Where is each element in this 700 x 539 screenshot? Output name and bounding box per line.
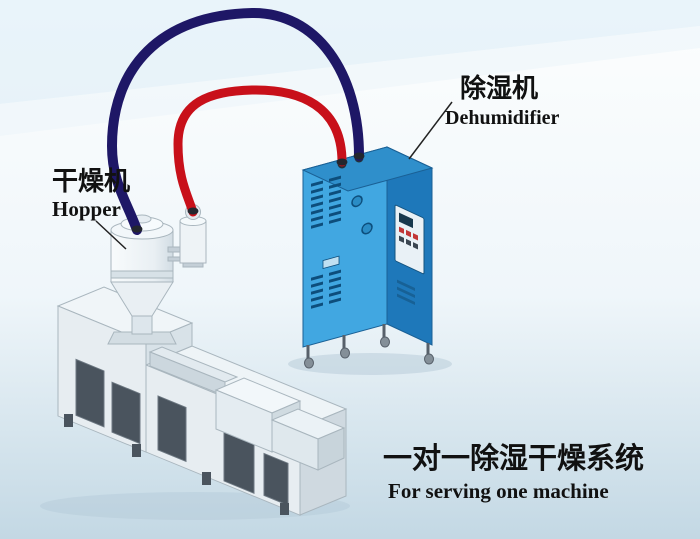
return-air-pipe-blue — [106, 7, 364, 235]
loader-body — [179, 220, 207, 264]
panel-buttons — [399, 226, 418, 250]
title-group: 一对一除湿干燥系统 For serving one machine — [383, 441, 644, 503]
nameplate — [322, 255, 340, 270]
machine-door-panel — [157, 395, 187, 463]
machine-door-panel — [111, 381, 141, 445]
dehumidifier-label-en: Dehumidifier — [445, 107, 560, 129]
die-box-side — [317, 427, 345, 471]
vent-grid-upper — [311, 175, 341, 229]
machine-feet — [64, 414, 289, 515]
gauge-icon — [361, 222, 373, 235]
hopper-label-en: Hopper — [52, 197, 121, 221]
gauge-icon — [351, 195, 363, 208]
loader-base — [182, 262, 204, 268]
dehumidifier-unit — [288, 146, 452, 375]
dehumidifier-front-details — [311, 175, 373, 309]
machine-door-panel — [263, 452, 289, 506]
pipe-fittings — [131, 152, 365, 233]
side-vents — [397, 279, 415, 306]
vent-grid-lower — [311, 269, 341, 309]
dehumidifier-leader-line — [408, 101, 453, 160]
panel-display — [399, 212, 413, 229]
hopper-label-cn: 干燥机 — [52, 167, 130, 197]
machine-door-panel — [75, 358, 105, 428]
hopper-dryer — [107, 204, 207, 345]
casters — [306, 324, 430, 359]
hopper-leader-line — [95, 220, 127, 250]
extruder-machine — [40, 286, 350, 520]
dehumidifier-label-cn: 除湿机 — [460, 73, 538, 104]
dehumidifier-shadow — [288, 353, 452, 375]
dehumidifier-label-group: 除湿机 Dehumidifier — [445, 73, 560, 129]
hopper-clamp-band — [110, 270, 174, 279]
title-en: For serving one machine — [388, 479, 609, 503]
caster-wheels — [304, 336, 434, 369]
hopper-neck — [131, 313, 153, 335]
title-cn: 一对一除湿干燥系统 — [383, 441, 644, 475]
hopper-label-group: 干燥机 Hopper — [52, 167, 130, 221]
loader-unit — [167, 204, 207, 268]
dry-air-pipe-red — [173, 85, 347, 217]
dehumidifier-side-details — [394, 204, 425, 306]
